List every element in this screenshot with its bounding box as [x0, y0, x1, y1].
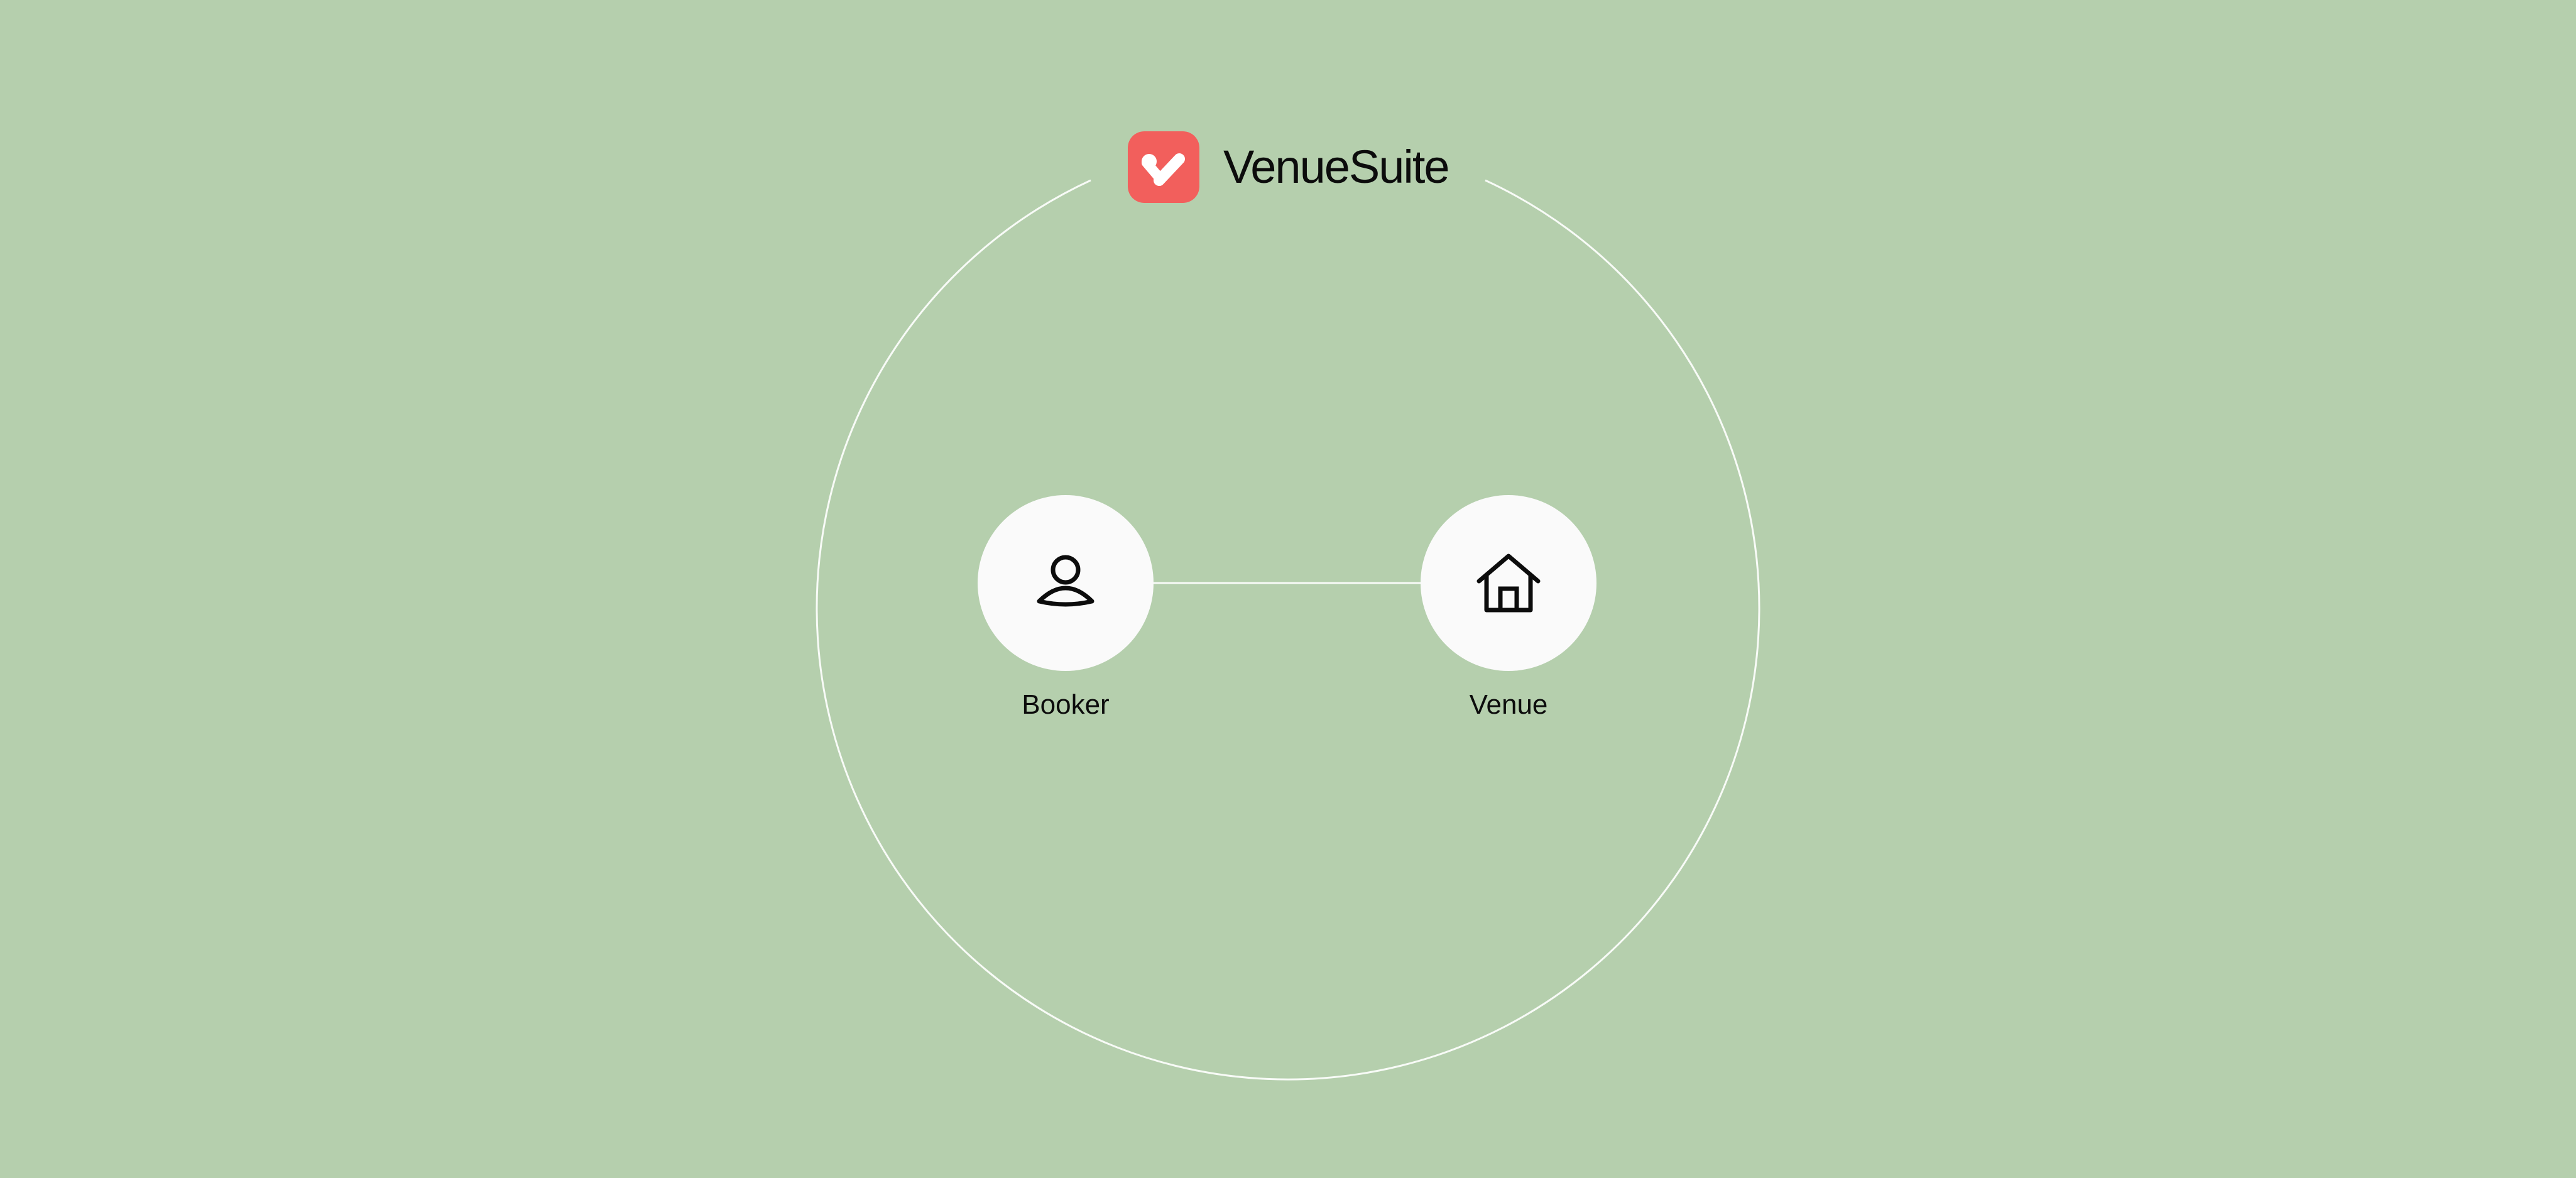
orbit-ring-arc [816, 179, 1760, 1081]
brand-logo: VenueSuite [1128, 131, 1450, 203]
venue-label: Venue [1469, 689, 1548, 720]
house-icon [1476, 554, 1541, 613]
booker-label: Booker [1022, 689, 1110, 720]
person-icon [1037, 555, 1094, 607]
booker-node [978, 495, 1154, 671]
venuesuite-check-heart-icon [1128, 131, 1199, 203]
venue-node [1421, 495, 1596, 671]
brand-name: VenueSuite [1223, 141, 1450, 193]
